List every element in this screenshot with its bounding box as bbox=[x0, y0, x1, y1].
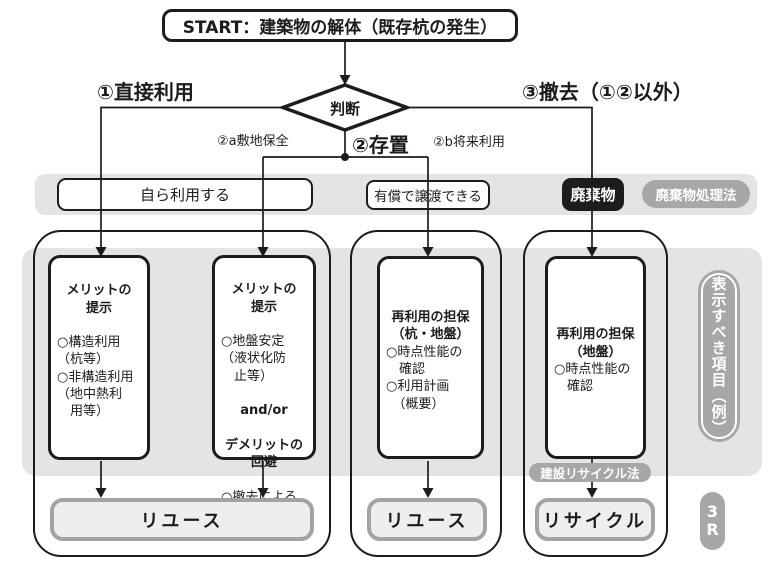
detail-box-direct-use: メリットの 提示 ○構造利用 （杭等） ○非構造利用 （地中熱利 用等） bbox=[48, 255, 150, 460]
detail-box-title: メリットの 提示 bbox=[66, 283, 132, 316]
display-items-inner-ring: 表示すべき項目（例） bbox=[701, 273, 737, 439]
result-label: リサイクル bbox=[542, 510, 648, 532]
recycle-law-label: 建設リサイクル法 bbox=[540, 466, 640, 481]
branch-label-removal: ③撤去（①②以外） bbox=[522, 80, 693, 104]
detail-box-body: ○時点性能の 確認 ○利用計画 （概要） bbox=[386, 344, 463, 412]
paid-transfer-node: 有償で譲渡できる bbox=[366, 180, 490, 210]
branch-label-leave: ②存置 bbox=[352, 133, 409, 157]
three-r-label: 3R bbox=[706, 501, 719, 539]
result-recycle: リサイクル bbox=[535, 498, 655, 541]
paid-transfer-label: 有償で譲渡できる bbox=[374, 189, 482, 205]
detail-box-title: 再利用の担保 （杭・地盤） bbox=[391, 310, 470, 343]
self-use-label: 自ら利用する bbox=[139, 186, 230, 204]
detail-box-removal: 再利用の担保 （地盤） ○時点性能の 確認 bbox=[545, 256, 646, 459]
result-label: リユース bbox=[385, 510, 469, 532]
start-node: START：建築物の解体（既存杭の発生） bbox=[162, 9, 518, 42]
display-items-label: 表示すべき項目（例） bbox=[709, 276, 728, 436]
detail-box-body: ○構造利用 （杭等） ○非構造利用 （地中熱利 用等） bbox=[57, 335, 134, 420]
waste-law-badge: 廃棄物処理法 bbox=[642, 180, 750, 208]
recycle-law-badge: 建設リサイクル法 bbox=[529, 463, 651, 482]
result-reuse-2: リユース bbox=[367, 498, 487, 541]
detail-box-body: ○時点性能の 確認 bbox=[554, 362, 631, 395]
decision-diamond-label: 判断 bbox=[329, 100, 360, 118]
waste-label: 廃棄物 bbox=[570, 186, 616, 204]
branch-label-direct-use: ①直接利用 bbox=[97, 80, 194, 104]
self-use-node: 自ら利用する bbox=[57, 178, 313, 211]
result-label: リユース bbox=[140, 510, 224, 532]
display-items-badge: 表示すべき項目（例） bbox=[698, 270, 740, 442]
detail-box-site-preservation: メリットの 提示 ○地盤安定 （液状化防 止等） and/or デメリットの 回… bbox=[212, 255, 316, 539]
detail-box-title-2: デメリットの 回避 bbox=[224, 437, 303, 471]
three-r-badge: 3R bbox=[700, 492, 725, 550]
group-container-removal bbox=[523, 230, 668, 557]
junction-dot bbox=[341, 153, 349, 161]
waste-node: 廃棄物 bbox=[562, 178, 624, 211]
and-or-connector: and/or bbox=[240, 403, 288, 419]
waste-law-label: 廃棄物処理法 bbox=[655, 188, 737, 204]
arrowhead-icon bbox=[339, 75, 351, 85]
detail-box-future-use: 再利用の担保 （杭・地盤） ○時点性能の 確認 ○利用計画 （概要） bbox=[377, 256, 484, 459]
detail-box-title: 再利用の担保 （地盤） bbox=[556, 327, 635, 360]
detail-box-body: ○地盤安定 （液状化防 止等） bbox=[221, 334, 287, 384]
result-reuse-1: リユース bbox=[50, 498, 314, 541]
branch-label-future-use: ②b将来利用 bbox=[433, 135, 505, 150]
detail-box-title: メリットの 提示 bbox=[231, 282, 297, 315]
start-label: START：建築物の解体（既存杭の発生） bbox=[182, 18, 498, 38]
branch-label-site-preservation: ②a敷地保全 bbox=[217, 134, 289, 149]
